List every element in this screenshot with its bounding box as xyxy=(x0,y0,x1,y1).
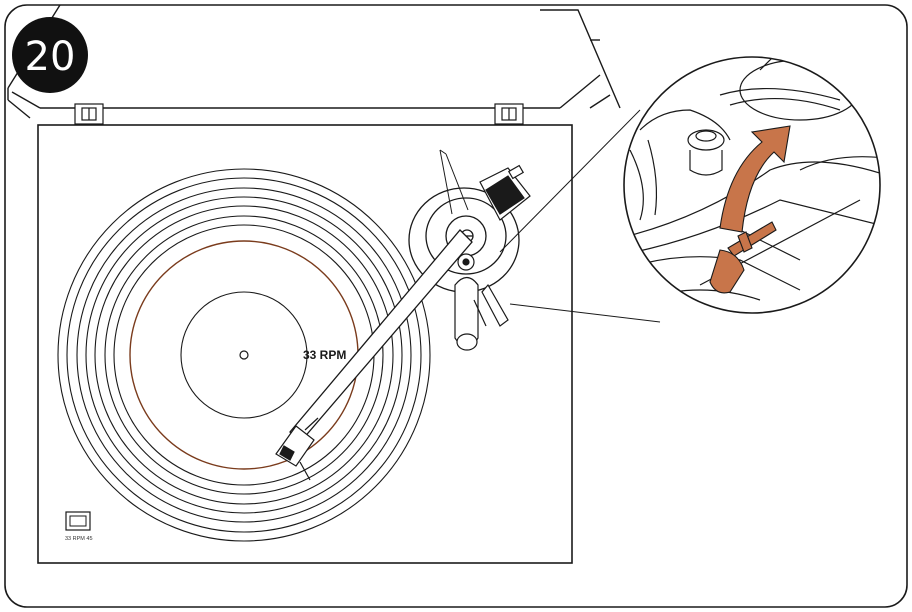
spindle xyxy=(239,350,249,360)
tonearm-counterweight xyxy=(479,164,531,221)
hinge-right xyxy=(494,103,524,125)
headshell xyxy=(275,417,319,481)
arm-lift-wire xyxy=(439,149,469,215)
rotate-arrow-icon xyxy=(719,125,791,233)
callout-line xyxy=(509,303,661,323)
speed-switch-label: 33 RPM 45 xyxy=(65,536,93,542)
speed-switch: 33 RPM 45 xyxy=(65,511,93,542)
cue-lever-base xyxy=(454,253,509,351)
dust-cover xyxy=(7,4,621,119)
platter-speed-label: 33 RPM xyxy=(303,348,346,362)
callout-line-upper xyxy=(499,109,641,253)
lever-icon xyxy=(709,221,777,294)
step-number: 20 xyxy=(25,34,76,80)
step-badge: 20 xyxy=(12,17,88,93)
hinge-left xyxy=(74,103,104,125)
